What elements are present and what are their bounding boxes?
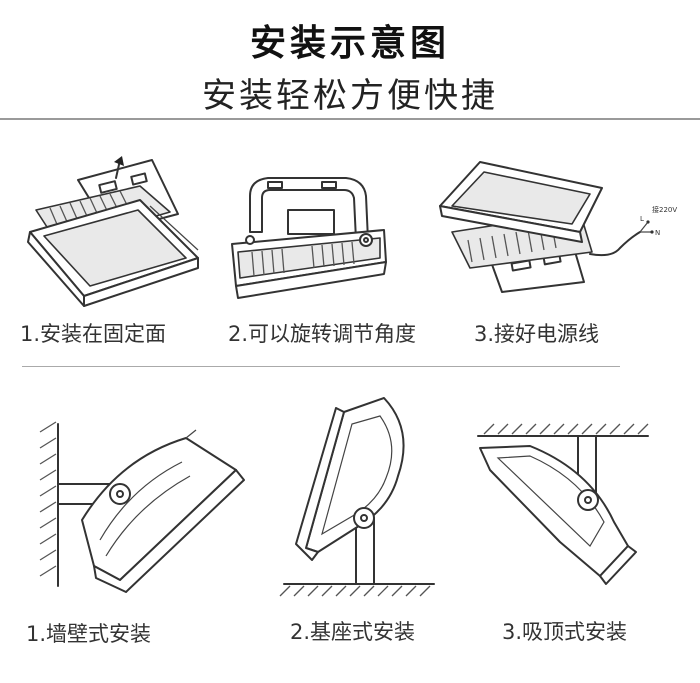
step1-lamp-illustration — [27, 156, 199, 307]
ceiling-mount-caption: 3.吸顶式安装 — [502, 620, 628, 644]
step3-caption: 3.接好电源线 — [474, 322, 600, 346]
wall-mount-caption: 1.墙壁式安装 — [26, 622, 152, 646]
wire-label-l: L — [640, 215, 644, 223]
step3-lamp-illustration: L N 接220V — [439, 161, 677, 293]
wall-mount-illustration — [39, 421, 245, 593]
step2-lamp-illustration — [231, 177, 387, 299]
wire-label-n: N — [655, 229, 660, 237]
ceiling-mount-illustration — [477, 423, 649, 585]
page-title: 安装示意图 — [249, 23, 450, 64]
step1-caption: 1.安装在固定面 — [20, 322, 167, 346]
step2-caption: 2.可以旋转调节角度 — [228, 322, 417, 346]
base-mount-caption: 2.基座式安装 — [290, 620, 416, 644]
wire-label-voltage: 接220V — [652, 205, 677, 214]
top-divider — [0, 118, 700, 120]
page-subtitle: 安装轻松方便快捷 — [202, 76, 498, 116]
base-mount-illustration — [279, 397, 435, 597]
section-divider — [22, 366, 620, 367]
